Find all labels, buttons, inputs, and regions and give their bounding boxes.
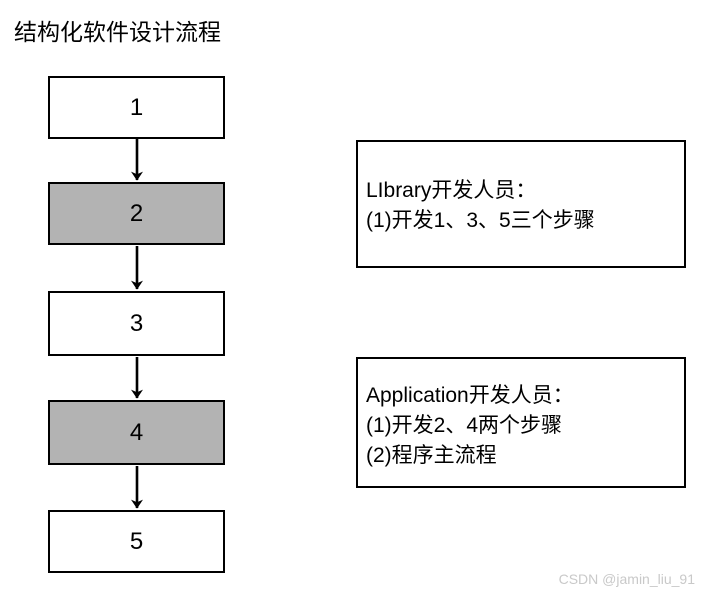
- note-box-library[interactable]: LIbrary开发人员： (1)开发1、3、5三个步骤: [356, 140, 686, 268]
- note-box-library-text: LIbrary开发人员： (1)开发1、3、5三个步骤: [366, 176, 682, 236]
- flow-step-box-3[interactable]: 3: [48, 291, 225, 356]
- note-box-application-text: Application开发人员： (1)开发2、4两个步骤 (2)程序主流程: [366, 381, 682, 471]
- flow-step-box-5[interactable]: 5: [48, 510, 225, 573]
- flow-step-box-4[interactable]: 4: [48, 400, 225, 465]
- flow-step-box-2[interactable]: 2: [48, 182, 225, 245]
- note-line: (1)开发2、4两个步骤: [366, 414, 563, 437]
- page-title: 结构化软件设计流程: [14, 19, 221, 45]
- note-line: LIbrary开发人员：: [366, 179, 537, 202]
- flow-step-label-3: 3: [129, 309, 144, 337]
- note-line: (2)程序主流程: [366, 444, 497, 467]
- flow-step-label-4: 4: [129, 418, 144, 446]
- flow-step-box-1[interactable]: 1: [48, 76, 225, 139]
- watermark: CSDN @jamin_liu_91: [558, 571, 695, 587]
- flow-step-label-2: 2: [129, 199, 144, 227]
- flow-step-label-1: 1: [129, 93, 144, 121]
- note-line: (1)开发1、3、5三个步骤: [366, 209, 595, 232]
- note-line: Application开发人员：: [366, 384, 574, 407]
- note-box-application[interactable]: Application开发人员： (1)开发2、4两个步骤 (2)程序主流程: [356, 357, 686, 488]
- flow-step-label-5: 5: [129, 527, 144, 555]
